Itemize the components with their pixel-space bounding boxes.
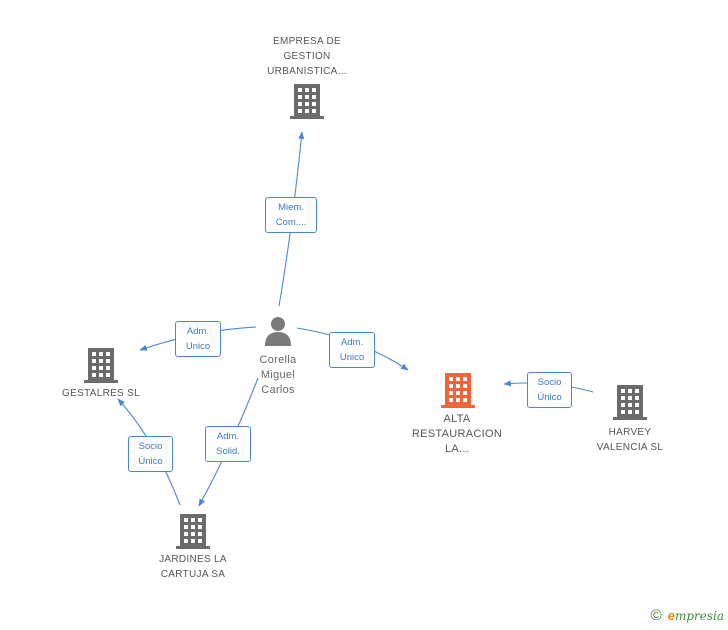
edge-label-adm-solid: Adm. Solid. [205, 426, 251, 462]
edge-label-socio-unico-jardines: Socio Único [128, 436, 173, 472]
edge-label-adm-unico-gestalres: Adm. Unico [175, 321, 221, 357]
empresia-logo[interactable]: © empresia [651, 607, 724, 624]
building-icon[interactable] [84, 348, 118, 383]
person-icon[interactable] [265, 317, 291, 346]
node-label-jardines[interactable]: JARDINES LA CARTUJA SA [159, 554, 227, 580]
node-label-empresa-gestion[interactable]: EMPRESA DE GESTION URBANISTICA... [267, 36, 347, 77]
edges-group [117, 131, 594, 507]
logo-text: mpresia [674, 609, 724, 623]
edge-label-socio-unico-harvey: Socio Único [527, 372, 572, 408]
node-label-alta[interactable]: ALTA RESTAURACION LA... [411, 413, 503, 455]
building-icon[interactable] [613, 385, 647, 420]
building-icon[interactable] [176, 514, 210, 549]
edge-label-adm-unico-alta: Adm. Unico [329, 332, 375, 368]
building-icon[interactable] [290, 84, 324, 119]
edge-label-miem-com: Miem. Com.... [265, 197, 317, 233]
node-label-corella[interactable]: Corella Miguel Carlos [259, 354, 297, 396]
copyright-icon: © [650, 607, 662, 624]
node-label-harvey[interactable]: HARVEY VALENCIA SL [596, 427, 664, 453]
logo-e-letter: e [667, 608, 675, 623]
building-icon[interactable] [441, 373, 475, 408]
node-label-gestalres[interactable]: GESTALRES SL [62, 388, 140, 399]
